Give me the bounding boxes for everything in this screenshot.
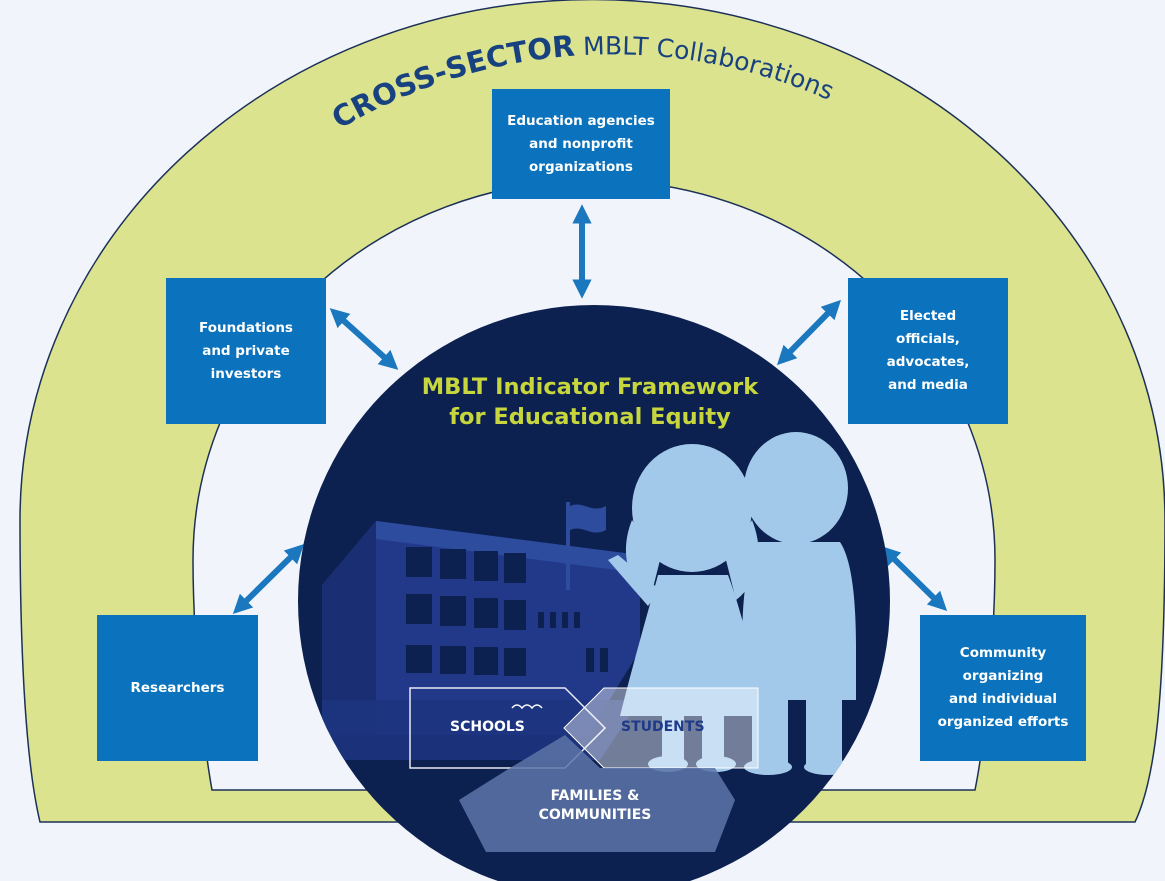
girl-silhouette-icon [608, 444, 768, 772]
schools-label: SCHOOLS [450, 719, 525, 735]
families-shape [459, 735, 735, 852]
families-label-line2: COMMUNITIES [538, 807, 652, 823]
double-arrow-icon [880, 545, 948, 612]
double-arrow-icon [232, 543, 305, 615]
box-foundations: Foundations and private investors [166, 278, 326, 424]
double-arrow-icon [329, 308, 399, 370]
box-community-organizing: Community organizing and individual orga… [920, 615, 1086, 761]
box-education-agencies: Education agencies and nonprofit organiz… [492, 89, 670, 199]
families-label-line1: FAMILIES & [550, 788, 640, 804]
flag-icon [566, 502, 606, 590]
school-building-icon [322, 521, 640, 760]
wave-icon [511, 704, 543, 710]
box-elected-officials: Elected officials, advocates, and media [848, 278, 1008, 424]
connector-arrows [232, 204, 948, 615]
schools-shape [409, 687, 607, 769]
students-label: STUDENTS [621, 719, 705, 735]
students-shape [563, 687, 759, 769]
box-researchers: Researchers [97, 615, 258, 761]
double-arrow-icon [776, 299, 842, 366]
framework-title: MBLT Indicator Framework for Educational… [421, 374, 759, 430]
